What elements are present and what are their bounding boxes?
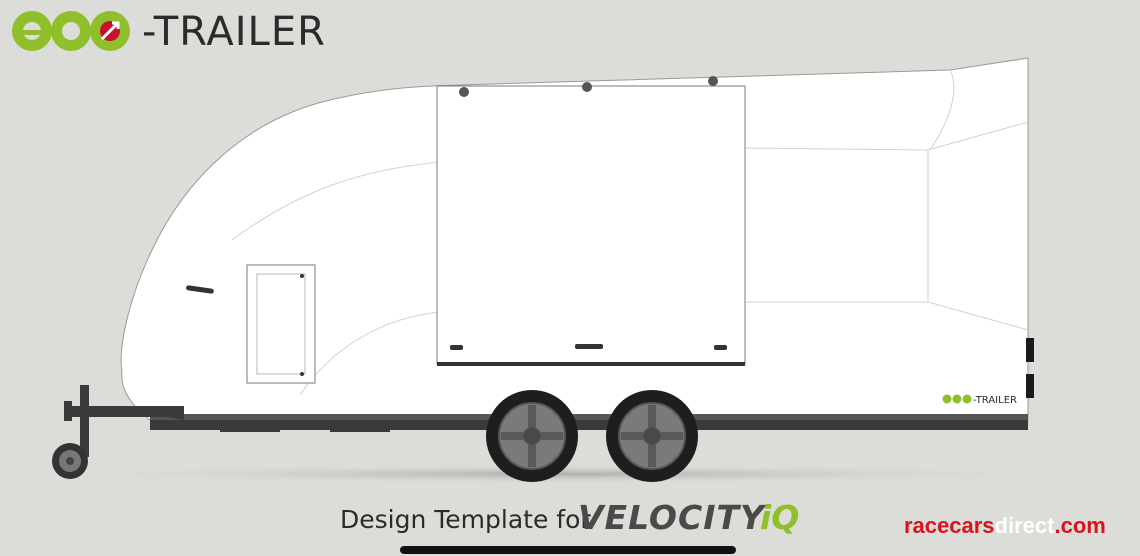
watermark: racecarsdirect.com (904, 512, 1106, 540)
wheel-front (486, 390, 578, 482)
trailer-badge-text: -TRAILER (973, 395, 1017, 406)
home-indicator[interactable] (400, 546, 736, 554)
front-door (246, 264, 316, 384)
drawbar (64, 385, 184, 457)
jockey-wheel (52, 443, 88, 479)
brand-iq: iQ (760, 498, 800, 537)
caption-text: Design Template for (340, 505, 591, 534)
rear-lights (1026, 338, 1034, 398)
trailer-badge: -TRAILER (942, 394, 1017, 406)
logo-wordmark: -TRAILER (142, 9, 326, 55)
wheel-rear (606, 390, 698, 482)
eco-logo (12, 11, 130, 51)
ground-shadow (40, 464, 1080, 484)
brand-velocity: VELOCITY (578, 498, 765, 537)
front-vent (186, 285, 214, 294)
side-door (436, 76, 746, 366)
watermark-part2: direct (994, 513, 1055, 538)
chassis (150, 414, 1028, 432)
watermark-part1: racecars (904, 513, 995, 538)
watermark-part3: .com (1054, 513, 1106, 538)
